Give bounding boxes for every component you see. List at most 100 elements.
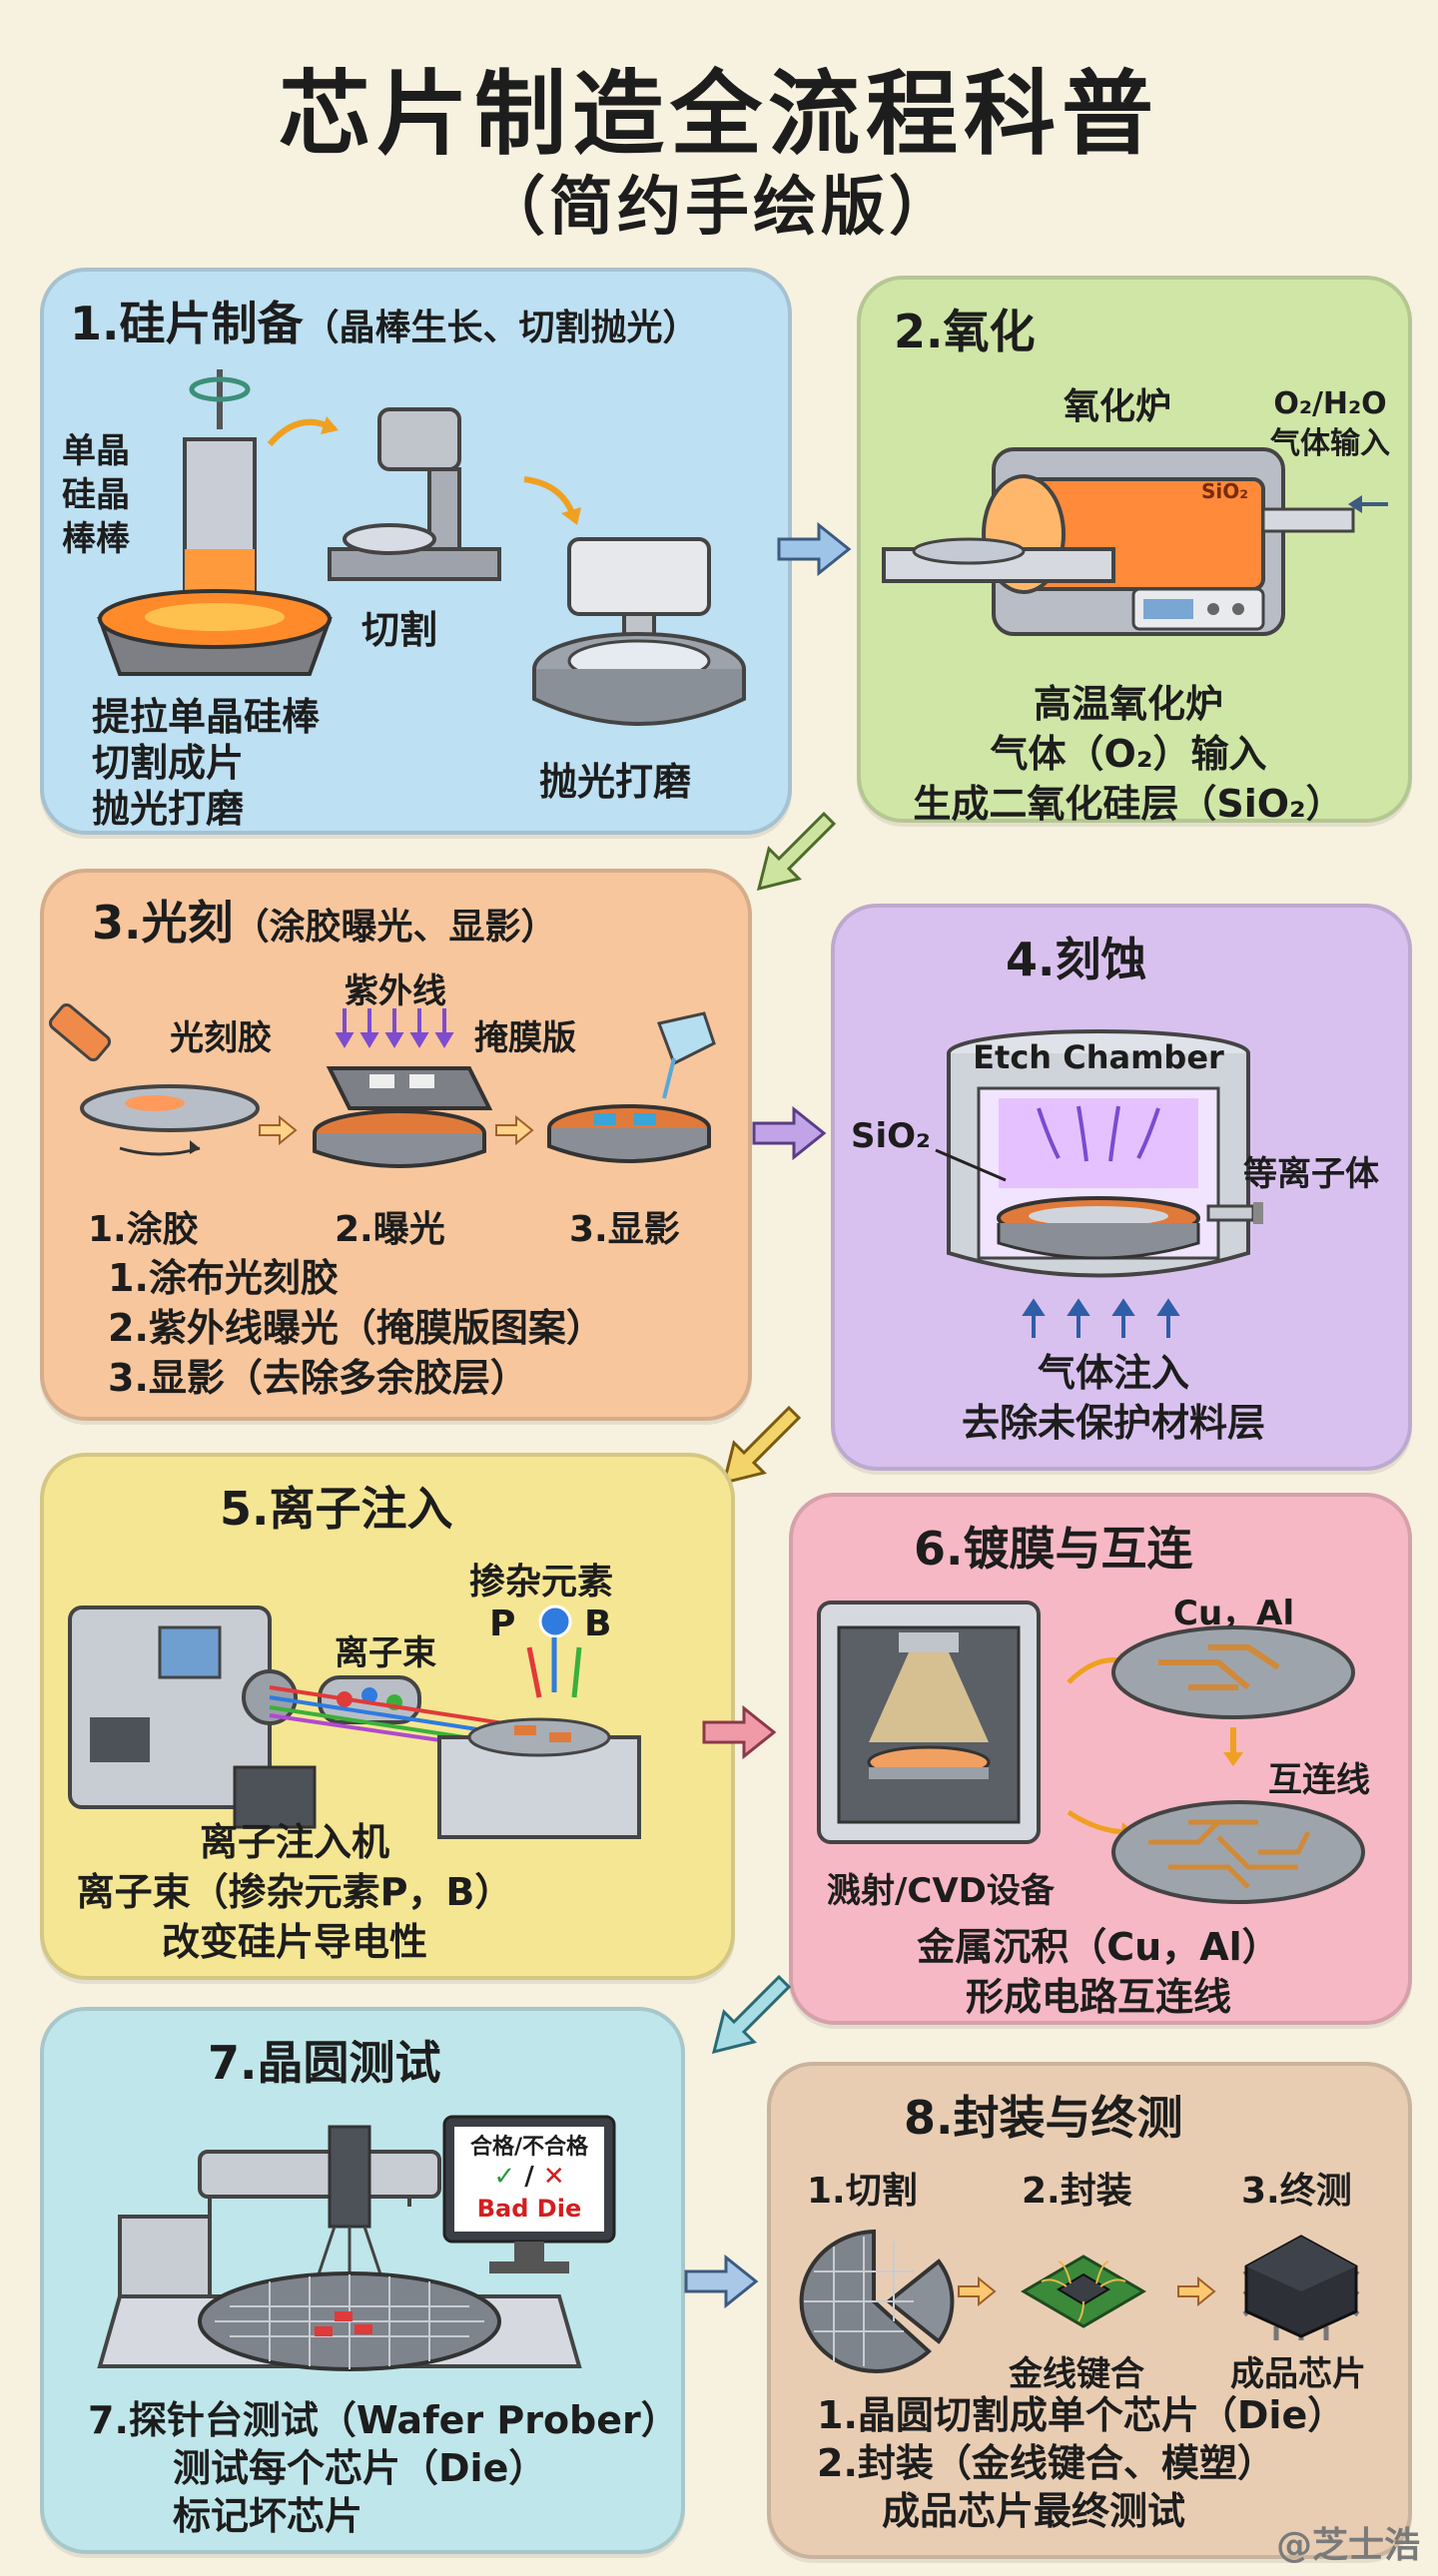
ingot-label-line: 硅晶	[62, 475, 130, 515]
polish-label: 抛光打磨	[539, 760, 692, 804]
device-label: 溅射/CVD设备	[827, 1871, 1055, 1911]
panel-7-description: 7.探针台测试（Wafer Prober） 测试每个芯片（Die） 标记坏芯片	[88, 2396, 679, 2540]
chamber-label: Etch Chamber	[973, 1038, 1224, 1076]
slicer-illustration	[328, 407, 501, 581]
bond-label: 金线键合	[1009, 2354, 1144, 2394]
description-line: 去除未保护材料层	[961, 1401, 1265, 1445]
description-line: 形成电路互连线	[965, 1975, 1231, 2019]
bonded-chip-illustration	[1021, 2254, 1146, 2328]
monitor-result-text: 合格/不合格	[469, 2135, 589, 2160]
flow-arrow-icon	[756, 811, 837, 892]
page-title: 芯片制造全流程科普	[278, 61, 1159, 168]
plasma-label: 等离子体	[1243, 1154, 1379, 1194]
description-line: 切割成片	[92, 741, 245, 785]
description-line: 1.晶圆切割成单个芯片（Die）	[817, 2393, 1346, 2437]
panel-5-title: 5.离子注入	[220, 1482, 453, 1536]
flow-arrow-icon	[684, 2254, 759, 2309]
curved-arrow-icon	[267, 416, 339, 446]
sio2-tag: SiO₂	[1201, 479, 1249, 503]
page-subtitle: （简约手绘版）	[481, 171, 957, 245]
gas-arrow-icon	[1348, 495, 1388, 513]
oxidation-furnace-illustration	[882, 447, 1355, 636]
panel-3-title-main: 3.光刻	[92, 896, 234, 950]
flow-arrow-icon	[721, 1405, 802, 1486]
panel-7-title: 7.晶圆测试	[208, 2036, 441, 2090]
description-line: 改变硅片导电性	[161, 1920, 427, 1964]
description-line: 提拉单晶硅棒	[92, 695, 321, 739]
step-packaging-label: 2.封装	[1022, 2171, 1132, 2212]
ingot-label: 单晶 硅晶 棒棒	[62, 429, 130, 561]
flow-arrow-icon	[495, 1114, 534, 1146]
crystal-growth-illustration	[97, 369, 333, 676]
flow-arrow-icon	[1177, 2275, 1216, 2307]
panel-6-title: 6.镀膜与互连	[914, 1522, 1193, 1576]
resist-coating-illustration	[48, 1002, 260, 1156]
gas-label-line: 气体输入	[1270, 426, 1390, 461]
panel-1-title-main: 1.硅片制备	[70, 297, 304, 350]
description-line: 2.紫外线曝光（掩膜版图案）	[108, 1306, 604, 1350]
description-line: 2.封装（金线键合、模塑）	[817, 2441, 1275, 2485]
description-line: 3.显影（去除多余胶层）	[108, 1356, 528, 1400]
panel-2-title: 2.氧化	[894, 305, 1036, 358]
cut-label: 切割	[361, 608, 438, 652]
ion-beam-label: 离子束	[335, 1633, 436, 1673]
flow-arrow-icon	[259, 1114, 298, 1146]
deposition-chamber-illustration	[817, 1601, 1041, 1844]
step-develop-label: 3.显影	[569, 1209, 680, 1250]
watermark: @芝士浩	[1275, 2525, 1420, 2566]
dopant-atom-icon	[538, 1605, 572, 1638]
panel-3-description: 1.涂布光刻胶 2.紫外线曝光（掩膜版图案） 3.显影（去除多余胶层）	[108, 1253, 604, 1403]
panel-6-description: 金属沉积（Cu，Al） 形成电路互连线	[809, 1922, 1388, 2022]
ingot-label-line: 棒棒	[62, 519, 130, 559]
wafer-prober-illustration	[97, 2125, 582, 2371]
interconnect-label: 互连线	[1268, 1760, 1370, 1800]
diced-wafer-illustration	[799, 2229, 955, 2373]
description-line: 抛光打磨	[92, 787, 245, 831]
panel-1-title: 1.硅片制备（晶棒生长、切割抛光）	[70, 288, 699, 353]
description-line: 7.探针台测试（Wafer Prober）	[88, 2398, 679, 2442]
description-line: 成品芯片最终测试	[882, 2489, 1186, 2533]
panel-8-description: 1.晶圆切割成单个芯片（Die） 2.封装（金线键合、模塑） 成品芯片最终测试	[817, 2391, 1345, 2535]
description-line: 1.涂布光刻胶	[108, 1256, 339, 1300]
result-monitor-illustration	[442, 2115, 616, 2273]
finished-chip-illustration	[1242, 2235, 1360, 2340]
panel-3-title: 3.光刻（涂胶曝光、显影）	[92, 887, 557, 953]
product-label: 成品芯片	[1230, 2354, 1366, 2394]
pointer-line-icon	[935, 1148, 1007, 1182]
furnace-label: 氧化炉	[1064, 386, 1172, 427]
panel-3-title-suffix: （涂胶曝光、显影）	[233, 907, 557, 948]
panel-1-description: 提拉单晶硅棒 切割成片 抛光打磨	[92, 694, 320, 832]
description-line: 测试每个芯片（Die）	[173, 2446, 547, 2490]
panel-1-title-suffix: （晶棒生长、切割抛光）	[303, 308, 699, 348]
dopant-b-label: B	[584, 1604, 612, 1644]
etch-chamber-illustration	[947, 1029, 1250, 1278]
flow-arrow-icon	[777, 521, 852, 577]
description-line: 气体注入	[1037, 1351, 1189, 1395]
ion-implanter-illustration	[68, 1606, 641, 1839]
gas-input-label: O₂/H₂O 气体输入	[1260, 384, 1400, 464]
mask-label: 掩膜版	[474, 1018, 576, 1058]
monitor-mark-row: ✓ / ✕	[454, 2162, 604, 2192]
development-illustration	[547, 1011, 716, 1163]
description-line: 标记坏芯片	[173, 2494, 363, 2538]
description-line: 气体（O₂）输入	[990, 732, 1267, 776]
panel-5-description: 离子注入机 离子束（掺杂元素P，B） 改变硅片导电性	[60, 1817, 529, 1967]
panel-2-description: 高温氧化炉 气体（O₂）输入 生成二氧化硅层（SiO₂）	[879, 679, 1378, 829]
cross-icon: ✕	[542, 2162, 565, 2192]
interconnect-wafer-illustration	[1067, 1625, 1365, 1904]
step-dicing-label: 1.切割	[807, 2171, 918, 2212]
flow-arrow-icon	[958, 2275, 997, 2307]
panel-4-title: 4.刻蚀	[1006, 933, 1147, 986]
dopant-p-label: P	[489, 1604, 516, 1644]
check-icon: ✓	[493, 2162, 516, 2192]
description-line: 生成二氧化硅层（SiO₂）	[913, 782, 1344, 826]
step-coat-label: 1.涂胶	[88, 1209, 199, 1250]
curved-arrow-icon	[523, 476, 581, 525]
gas-valve-icon	[1206, 1202, 1263, 1224]
description-line: 金属沉积（Cu，Al）	[917, 1925, 1280, 1969]
panel-8-title: 8.封装与终测	[904, 2091, 1183, 2145]
gas-label-line: O₂/H₂O	[1273, 386, 1387, 421]
description-line: 高温氧化炉	[1033, 682, 1223, 726]
polisher-illustration	[532, 537, 746, 726]
resist-label: 光刻胶	[170, 1018, 272, 1058]
